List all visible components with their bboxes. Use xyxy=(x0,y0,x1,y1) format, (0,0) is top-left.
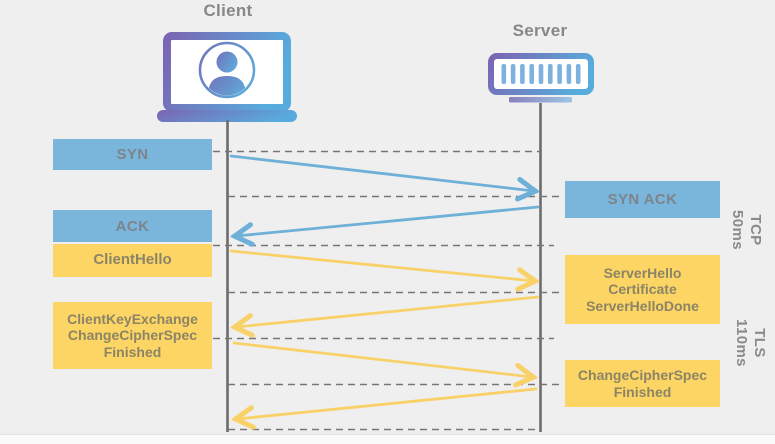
timing-dashed-lines xyxy=(213,150,563,431)
arrow-syn xyxy=(229,154,534,191)
message-label: ChangeCipherSpec xyxy=(67,327,198,344)
phase-duration: 110ms xyxy=(733,319,750,367)
message-label: ServerHello xyxy=(603,264,682,281)
client-laptop-icon xyxy=(157,32,297,122)
arrow-server-hello xyxy=(236,295,540,327)
phase-label-tcp: TCP 50ms xyxy=(725,202,767,258)
message-label: SYN xyxy=(116,146,149,163)
message-label: Finished xyxy=(103,343,162,360)
message-label: Certificate xyxy=(608,281,677,298)
message-label: SYN ACK xyxy=(607,191,678,208)
message-box-change-cipher-spec: ChangeCipherSpec Finished xyxy=(565,360,720,407)
server-icon xyxy=(488,53,594,103)
message-label: Finished xyxy=(613,383,672,400)
phase-name: TCP xyxy=(747,214,764,246)
server-title: Server xyxy=(512,21,568,40)
arrow-change-cipher-spec xyxy=(237,387,538,419)
phase-name: TLS xyxy=(751,328,768,358)
client-title: Client xyxy=(203,1,253,20)
message-label: ServerHelloDone xyxy=(586,297,699,314)
arrow-client-key-exchange xyxy=(232,341,532,377)
message-box-client-key-exchange: ClientKeyExchange ChangeCipherSpec Finis… xyxy=(53,302,212,369)
bottom-edge-strip xyxy=(0,434,775,444)
phase-label-tls: TLS 110ms xyxy=(729,312,771,374)
arrow-syn-ack xyxy=(236,205,540,236)
message-label: ACK xyxy=(115,217,150,235)
arrow-client-hello xyxy=(229,249,534,281)
message-box-client-hello: ClientHello xyxy=(53,244,212,277)
message-label: ClientKeyExchange xyxy=(67,310,198,327)
message-box-server-hello: ServerHello Certificate ServerHelloDone xyxy=(565,255,720,324)
message-box-syn: SYN xyxy=(53,139,212,170)
message-box-ack: ACK xyxy=(53,210,212,242)
message-label: ChangeCipherSpec xyxy=(577,367,708,383)
message-label: ClientHello xyxy=(93,251,172,269)
message-box-syn-ack: SYN ACK xyxy=(565,181,720,218)
server-vent-bars xyxy=(501,64,581,84)
phase-duration: 50ms xyxy=(729,210,746,250)
